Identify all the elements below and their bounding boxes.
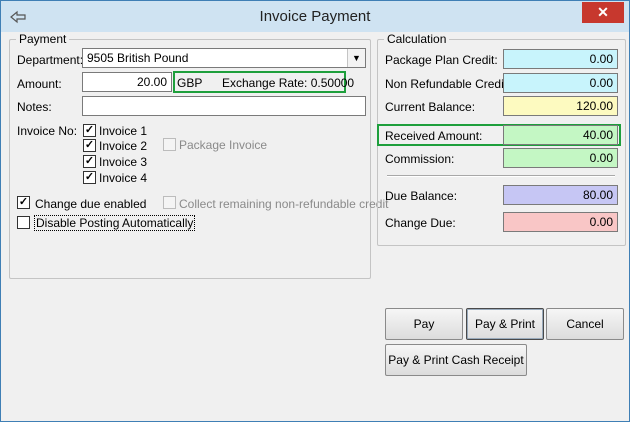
- disable-posting-checkbox[interactable]: [17, 216, 30, 229]
- invoice-3-label[interactable]: Invoice 3: [99, 155, 148, 169]
- package-plan-credit-value: 0.00: [589, 52, 613, 66]
- due-balance-label: Due Balance:: [385, 189, 458, 203]
- current-balance-field: 120.00: [503, 96, 618, 116]
- checkmark-icon: ✓: [84, 124, 95, 136]
- invoice-1-checkbox[interactable]: ✓: [83, 124, 96, 137]
- invoice-4-checkbox[interactable]: ✓: [83, 171, 96, 184]
- window-restore-icon: [10, 10, 26, 24]
- department-label: Department:: [17, 53, 84, 67]
- received-amount-value: 40.00: [582, 128, 613, 142]
- invoice-2-checkbox[interactable]: ✓: [83, 139, 96, 152]
- commission-label: Commission:: [385, 152, 455, 166]
- title-bar[interactable]: Invoice Payment ✕: [1, 1, 629, 32]
- collect-remaining-checkbox[interactable]: [163, 196, 176, 209]
- pay-print-cash-receipt-button[interactable]: Pay & Print Cash Receipt: [385, 344, 527, 376]
- due-balance-value: 80.00: [582, 188, 613, 202]
- change-due-label: Change Due:: [385, 216, 456, 230]
- invoice-1-label[interactable]: Invoice 1: [99, 124, 148, 138]
- payment-legend: Payment: [19, 32, 67, 46]
- exchange-rate-highlight: [173, 71, 346, 93]
- cancel-button-label: Cancel: [566, 317, 604, 331]
- amount-input[interactable]: 20.00: [82, 72, 172, 92]
- package-plan-credit-label: Package Plan Credit:: [385, 53, 498, 67]
- checkmark-icon: ✓: [18, 196, 29, 208]
- pay-button-label: Pay: [413, 317, 435, 331]
- change-due-enabled-checkbox[interactable]: ✓: [17, 196, 30, 209]
- commission-value: 0.00: [589, 151, 613, 165]
- package-plan-credit-field: 0.00: [503, 49, 618, 69]
- pay-print-button[interactable]: Pay & Print: [466, 308, 544, 340]
- invoice-3-checkbox[interactable]: ✓: [83, 155, 96, 168]
- exchange-rate: Exchange Rate: 0.50000: [222, 76, 355, 90]
- dialog-body: Payment Department: 9505 British Pound ▼…: [2, 32, 628, 420]
- change-due-field: 0.00: [503, 212, 618, 232]
- payment-group: Payment: [9, 32, 371, 279]
- close-button[interactable]: ✕: [582, 2, 624, 23]
- current-balance-value: 120.00: [576, 99, 613, 113]
- pay-print-cash-receipt-button-label: Pay & Print Cash Receipt: [388, 353, 524, 367]
- non-refundable-credit-value: 0.00: [589, 76, 613, 90]
- checkmark-icon: ✓: [84, 171, 95, 183]
- checkmark-icon: ✓: [84, 139, 95, 151]
- department-value: 9505 British Pound: [87, 51, 189, 65]
- non-refundable-credit-label: Non Refundable Credit:: [385, 77, 511, 91]
- package-invoice-checkbox[interactable]: [163, 138, 176, 151]
- chevron-down-icon[interactable]: ▼: [347, 49, 365, 67]
- change-due-value: 0.00: [589, 215, 613, 229]
- calculation-divider: [387, 175, 615, 177]
- calculation-legend: Calculation: [387, 32, 447, 46]
- close-icon: ✕: [597, 4, 609, 20]
- collect-remaining-label: Collect remaining non-refundable credit: [179, 197, 389, 211]
- pay-print-button-label: Pay & Print: [474, 317, 536, 331]
- cancel-button[interactable]: Cancel: [546, 308, 624, 340]
- notes-input[interactable]: [82, 96, 366, 116]
- invoice-2-label[interactable]: Invoice 2: [99, 139, 148, 153]
- amount-value: 20.00: [136, 75, 167, 89]
- currency-code: GBP: [177, 76, 203, 90]
- commission-input[interactable]: 0.00: [503, 148, 618, 168]
- disable-posting-label[interactable]: Disable Posting Automatically: [34, 215, 196, 231]
- received-amount-highlight: [377, 124, 621, 146]
- pay-button[interactable]: Pay: [385, 308, 463, 340]
- invoice-4-label[interactable]: Invoice 4: [99, 171, 148, 185]
- package-invoice-label: Package Invoice: [179, 138, 268, 152]
- checkmark-icon: ✓: [84, 155, 95, 167]
- current-balance-label: Current Balance:: [385, 100, 476, 114]
- received-amount-label: Received Amount:: [385, 129, 483, 143]
- department-select[interactable]: 9505 British Pound ▼: [82, 48, 366, 68]
- received-amount-input[interactable]: 40.00: [503, 125, 618, 145]
- invoice-no-label: Invoice No:: [17, 124, 78, 138]
- window-title: Invoice Payment: [259, 8, 371, 25]
- non-refundable-credit-field: 0.00: [503, 73, 618, 93]
- amount-label: Amount:: [17, 77, 62, 91]
- notes-label: Notes:: [17, 100, 52, 114]
- change-due-enabled-label[interactable]: Change due enabled: [35, 197, 147, 211]
- due-balance-field: 80.00: [503, 185, 618, 205]
